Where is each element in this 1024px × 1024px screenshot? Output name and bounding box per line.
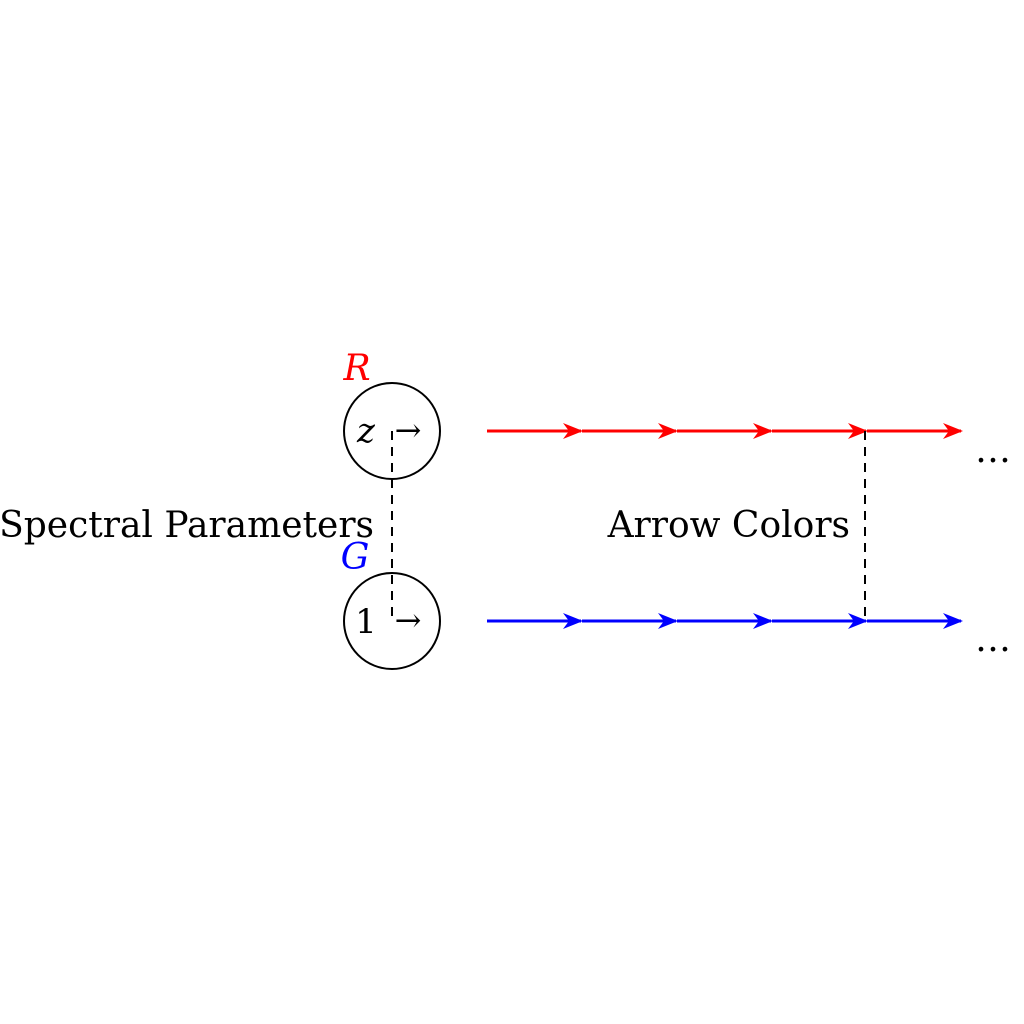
bottom-row-ellipsis: …	[975, 619, 1011, 660]
arrow-colors-annotation: Arrow Colors	[607, 505, 850, 546]
bottom-node-label: G	[341, 537, 370, 578]
top-node-label: R	[342, 348, 370, 389]
left-label-backdrop	[370, 500, 384, 540]
bottom-node-circle	[343, 572, 441, 670]
top-node-arrow-icon: →	[395, 411, 422, 449]
bottom-node-arrow-icon: →	[395, 601, 422, 639]
spectral-parameters-annotation: Spectral Parameters	[0, 505, 374, 546]
top-row-ellipsis: …	[975, 430, 1011, 471]
top-node-value: z	[356, 411, 376, 451]
bottom-node-value: 1	[355, 602, 377, 642]
